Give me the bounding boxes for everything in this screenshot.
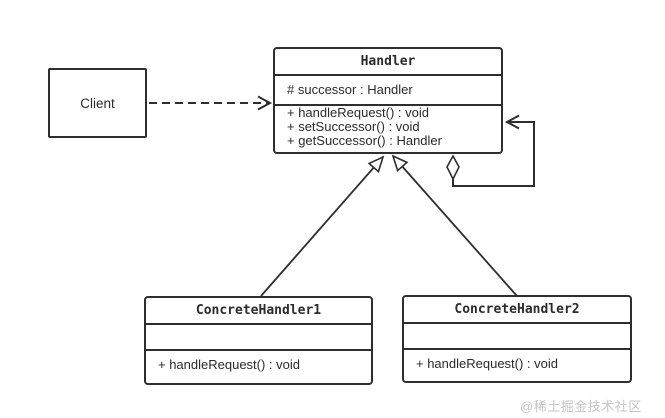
concretehandler2-method: + handleRequest() : void	[416, 355, 559, 371]
class-box-handler: Handler # successor : Handler + handleRe…	[273, 47, 503, 154]
class-name-client: Client	[80, 95, 115, 111]
class-box-concretehandler1: ConcreteHandler1 + handleRequest() : voi…	[144, 296, 373, 385]
concretehandler1-methods-section: + handleRequest() : void	[146, 351, 371, 378]
handler-methods-section: + handleRequest() : void + setSuccessor(…	[275, 106, 501, 148]
handler-attribute: # successor : Handler	[287, 82, 413, 97]
class-box-client: Client	[48, 68, 147, 138]
concretehandler1-attributes-section	[146, 325, 371, 351]
concretehandler1-method: + handleRequest() : void	[158, 356, 301, 372]
generalization-arrow-concretehandler1-to-handler	[260, 155, 385, 297]
concretehandler2-attributes-section	[404, 324, 630, 350]
handler-method: + setSuccessor() : void	[287, 119, 420, 134]
aggregation-diamond-icon	[446, 154, 460, 181]
handler-method: + handleRequest() : void	[287, 105, 430, 120]
watermark-text: @稀土掘金技术社区	[520, 399, 642, 414]
class-box-concretehandler2: ConcreteHandler2 + handleRequest() : voi…	[402, 295, 632, 383]
handler-attributes-section: # successor : Handler	[275, 76, 501, 106]
self-association-loop	[452, 114, 535, 187]
handler-method: + getSuccessor() : Handler	[287, 133, 442, 148]
concretehandler2-methods-section: + handleRequest() : void	[404, 350, 630, 377]
class-name-concretehandler1: ConcreteHandler1	[146, 298, 371, 325]
class-name-concretehandler2: ConcreteHandler2	[404, 297, 630, 324]
generalization-arrow-concretehandler2-to-handler	[391, 154, 518, 297]
class-name-handler: Handler	[275, 49, 501, 76]
